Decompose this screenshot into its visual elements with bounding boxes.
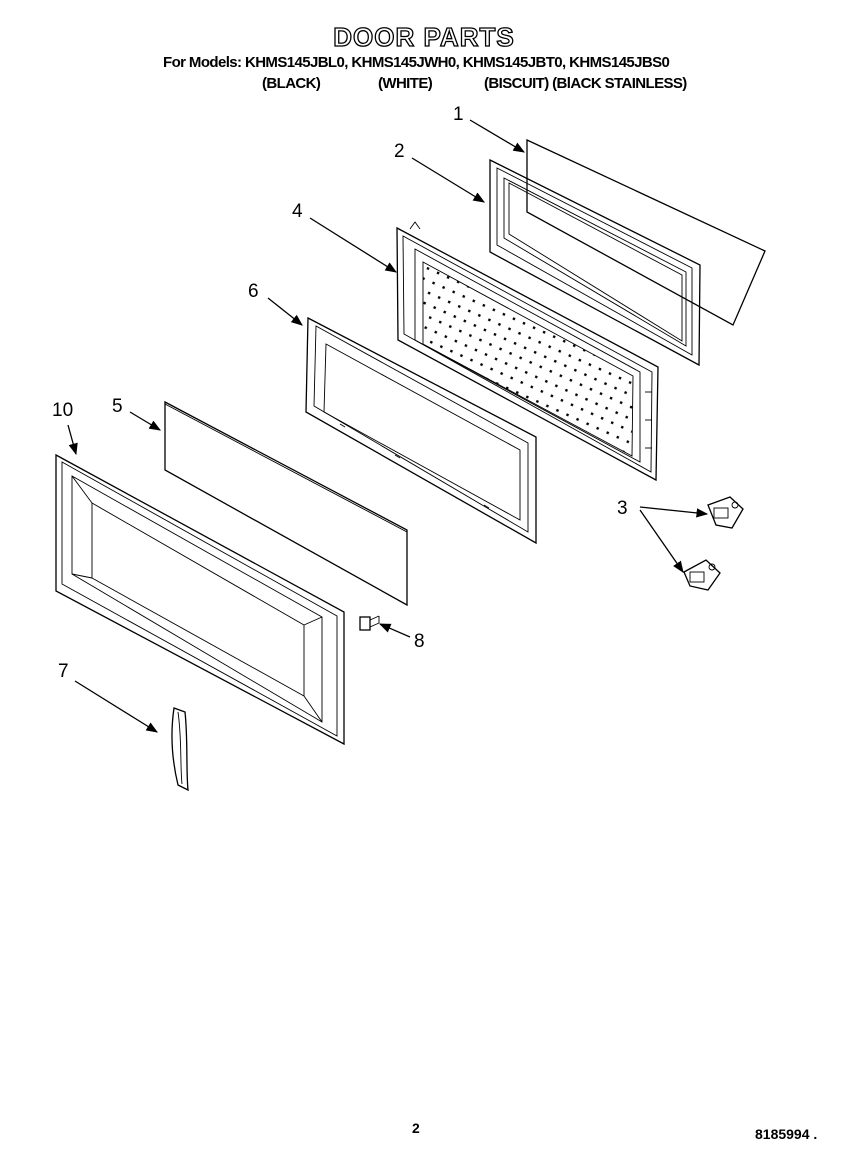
part-10-outer-door-frame [55, 453, 345, 746]
callout-2: 2 [394, 141, 405, 162]
part-6-inner-frame [305, 316, 537, 545]
page-title: DOOR PARTS [333, 21, 515, 52]
document-number: 8185994 . [755, 1126, 818, 1142]
part-4-inner-door-panel [396, 221, 659, 482]
model-list: For Models: KHMS145JBL0, KHMS145JWH0, KH… [163, 54, 670, 71]
callout-5: 5 [112, 396, 123, 417]
part-3-latch-upper [707, 496, 744, 529]
part-8-screw [359, 615, 380, 631]
part-7-door-handle [171, 707, 189, 792]
color-white: (WHITE) [378, 75, 433, 92]
part-3-latch-lower [683, 559, 721, 591]
callout-4: 4 [292, 201, 303, 222]
part-2-glass-frame [489, 158, 701, 367]
color-biscuit-stainless: (BISCUIT) (BlACK STAINLESS) [484, 75, 687, 92]
callout-10: 10 [52, 400, 73, 421]
part-5-door-glass [164, 400, 408, 607]
part-1-window-glass [526, 138, 766, 326]
callout-leaders [67, 119, 709, 733]
callout-3: 3 [617, 498, 628, 519]
callout-7: 7 [58, 661, 69, 682]
callout-1: 1 [453, 104, 464, 125]
callout-8: 8 [414, 631, 425, 652]
page-number: 2 [412, 1120, 420, 1136]
callout-6: 6 [248, 281, 259, 302]
color-black: (BLACK) [262, 75, 321, 92]
